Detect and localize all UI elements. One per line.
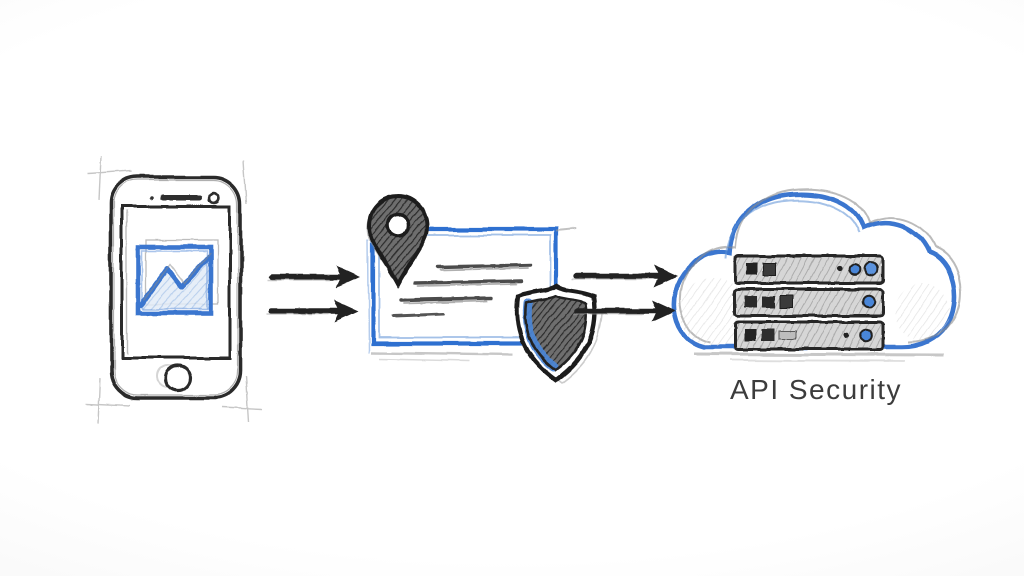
server-led <box>848 262 862 276</box>
cloud-shading-left <box>681 278 749 346</box>
server-vent <box>745 329 756 341</box>
phone-body-echo <box>113 179 239 396</box>
text-line-echo <box>403 300 487 304</box>
card-shadow-2 <box>378 357 471 361</box>
card-overshoot-top <box>555 228 578 232</box>
server-chassis <box>733 320 885 351</box>
server-label-plate <box>778 330 797 340</box>
server-led <box>863 261 879 277</box>
pin-body <box>366 193 430 289</box>
card-to-cloud-arrows <box>572 265 678 322</box>
server-rack-icon <box>733 254 885 285</box>
arrow-right-icon <box>572 265 678 287</box>
server-rack-icon <box>733 287 885 318</box>
server-vent <box>779 295 794 309</box>
cloud-ground-shadow <box>693 352 945 357</box>
server-vent <box>744 296 757 308</box>
server-dot <box>837 266 843 272</box>
card-overshoot-left <box>367 239 370 353</box>
phone-to-card-arrows <box>266 266 360 322</box>
text-line-echo <box>440 267 529 271</box>
server-rack-icon <box>733 320 885 351</box>
cloud-icon: API Security <box>672 187 962 405</box>
speaker-slot <box>160 195 202 201</box>
document-card-icon <box>366 193 603 384</box>
shield-inner-outline <box>524 294 588 372</box>
phone-guide-lines <box>85 155 263 425</box>
chart-frame-inner <box>141 250 208 310</box>
server-led <box>859 328 873 342</box>
text-line <box>399 296 493 302</box>
server-dot <box>843 332 849 338</box>
camera-lens <box>208 192 220 204</box>
server-vent <box>761 329 774 341</box>
pin-hole <box>385 212 411 238</box>
cloud-ground-shadow-2 <box>729 359 906 362</box>
text-line-echo <box>417 283 517 287</box>
location-pin-icon <box>366 193 430 289</box>
server-led <box>862 295 876 309</box>
chart-line-echo <box>143 252 212 301</box>
server-vent <box>762 296 775 308</box>
server-vent <box>746 263 757 275</box>
proximity-dot <box>150 196 154 200</box>
api-security-label: API Security <box>730 374 902 405</box>
card-outline-inner <box>378 234 551 338</box>
cloud-echo-blue <box>724 198 861 259</box>
arrow-right-icon <box>573 300 676 322</box>
cloud-echo-gray <box>679 187 962 343</box>
arrow-right-icon <box>268 266 360 288</box>
arrow-right-icon <box>266 300 358 322</box>
home-button <box>163 363 193 393</box>
chart-frame <box>135 244 214 316</box>
text-line <box>413 279 523 285</box>
card-shadow-1 <box>370 350 514 356</box>
text-line <box>436 263 533 269</box>
text-line <box>392 312 446 318</box>
server-chassis <box>733 287 885 318</box>
analytics-chart-icon <box>135 239 219 316</box>
shield-icon <box>514 283 603 384</box>
card-text-lines <box>392 263 533 318</box>
smartphone-icon <box>85 155 263 425</box>
server-vent <box>762 262 777 276</box>
cloud-shading-right <box>894 284 950 340</box>
